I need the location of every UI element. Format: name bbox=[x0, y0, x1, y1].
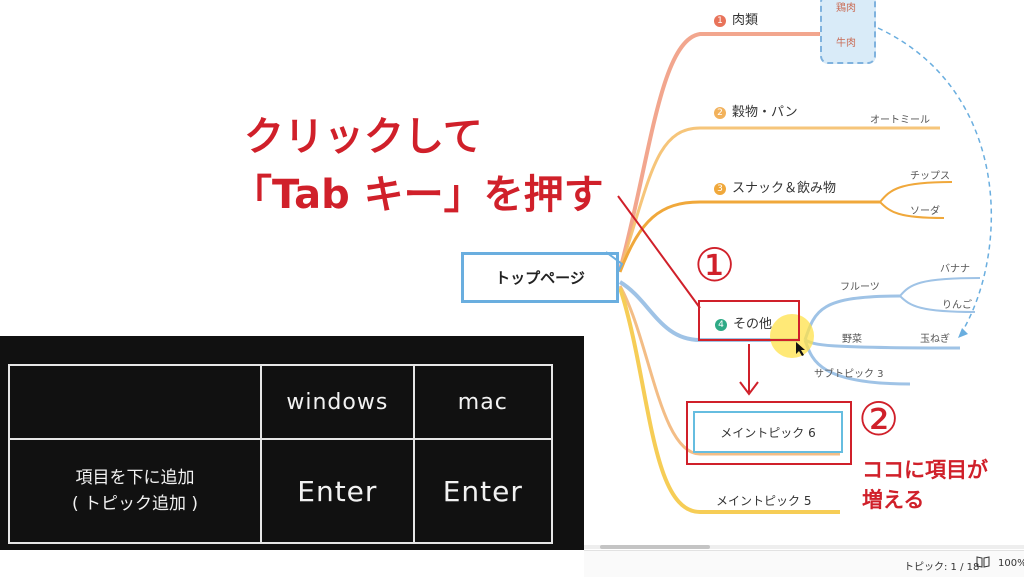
main-topic-meat[interactable]: 1 肉類 bbox=[714, 9, 758, 28]
main-topic-label: 穀物・パン bbox=[732, 105, 798, 120]
mac-key-cell: Enter bbox=[412, 438, 554, 544]
subtopic-soda[interactable]: ソーダ bbox=[910, 206, 940, 217]
subtopic-apple[interactable]: りんご bbox=[942, 300, 972, 311]
new-topic-highlight bbox=[686, 401, 852, 465]
subtopic-chicken[interactable]: 鶏肉 bbox=[836, 3, 856, 14]
subtopic-3[interactable]: サブトピック 3 bbox=[814, 369, 884, 380]
table-header-mac: mac bbox=[412, 364, 554, 440]
callout-line-red bbox=[617, 195, 701, 309]
root-node-corner-icon bbox=[605, 251, 624, 273]
branch-line-6 bbox=[618, 285, 840, 456]
number-badge-icon: 4 bbox=[715, 319, 727, 331]
cursor-highlight bbox=[770, 314, 814, 358]
root-topic-node[interactable]: トップページ bbox=[461, 252, 619, 303]
shortcut-table-panel: windows mac 項目を下に追加 ( トピック追加 ) Enter Ent… bbox=[0, 336, 584, 550]
instruction-line-2: 「Tab キー」を押す bbox=[232, 172, 604, 218]
subline-apple bbox=[899, 295, 976, 313]
windows-key-cell: Enter bbox=[260, 438, 415, 544]
table-header-windows: windows bbox=[260, 364, 415, 440]
main-topic-5[interactable]: メイントピック 5 bbox=[716, 494, 812, 508]
relation-arrow bbox=[877, 27, 993, 333]
subtopic-group-box[interactable] bbox=[820, 0, 876, 64]
branch-line-3 bbox=[618, 200, 880, 273]
main-topic-grain[interactable]: 2 穀物・パン bbox=[714, 101, 798, 120]
subtopic-fruit[interactable]: フルーツ bbox=[840, 282, 880, 293]
subtopic-oatmeal[interactable]: オートミール bbox=[870, 115, 930, 126]
book-icon[interactable] bbox=[976, 556, 990, 571]
number-badge-icon: 2 bbox=[714, 107, 726, 119]
main-topic-label: 肉類 bbox=[732, 13, 759, 28]
main-topic-other[interactable]: 4 その他 bbox=[715, 313, 772, 332]
main-topic-label: その他 bbox=[733, 317, 773, 332]
subtopic-banana[interactable]: バナナ bbox=[940, 264, 970, 275]
result-line-1: ココに項目が bbox=[862, 458, 988, 482]
result-line-2: 増える bbox=[862, 488, 925, 512]
status-bar: トピック: 1 / 18 100% bbox=[584, 550, 1024, 577]
subtopic-beef[interactable]: 牛肉 bbox=[836, 38, 856, 49]
mouse-cursor-icon bbox=[796, 342, 805, 356]
subline-banana bbox=[899, 277, 981, 297]
row-label-line-1: 項目を下に追加 bbox=[75, 468, 195, 488]
zoom-level[interactable]: 100% bbox=[998, 558, 1024, 569]
number-badge-icon: 1 bbox=[714, 15, 726, 27]
subline-chips bbox=[879, 181, 953, 203]
step-1-marker: ① bbox=[694, 238, 736, 292]
subline-soda bbox=[879, 201, 945, 219]
new-topic-label: メイントピック 6 bbox=[720, 425, 816, 440]
instruction-line-1: クリックして bbox=[244, 114, 483, 160]
branch-line-2 bbox=[618, 126, 940, 271]
number-badge-icon: 3 bbox=[714, 183, 726, 195]
branch-line-1 bbox=[618, 32, 820, 271]
root-topic-label: トップページ bbox=[495, 269, 585, 287]
relation-arrowhead bbox=[958, 328, 968, 338]
subtopic-chips[interactable]: チップス bbox=[910, 171, 950, 182]
branch-line-4 bbox=[618, 280, 800, 342]
shortcut-table: windows mac 項目を下に追加 ( トピック追加 ) Enter Ent… bbox=[7, 364, 554, 544]
topic-count: トピック: 1 / 18 bbox=[904, 562, 980, 573]
down-arrow-head bbox=[739, 381, 759, 396]
main-topic-snack[interactable]: 3 スナック＆飲み物 bbox=[714, 177, 836, 196]
main-topic-label: スナック＆飲み物 bbox=[732, 181, 837, 196]
h-scrollbar-thumb bbox=[600, 545, 710, 549]
table-row-label: 項目を下に追加 ( トピック追加 ) bbox=[7, 438, 263, 544]
selected-topic-highlight bbox=[698, 300, 800, 341]
row-label-line-2: ( トピック追加 ) bbox=[71, 494, 199, 514]
h-scrollbar-track bbox=[584, 545, 1024, 549]
new-main-topic-6[interactable]: メイントピック 6 bbox=[693, 411, 843, 453]
subtopic-vegetable[interactable]: 野菜 bbox=[842, 334, 862, 345]
table-header-empty bbox=[7, 364, 263, 440]
step-2-marker: ② bbox=[858, 392, 900, 446]
branch-line-5 bbox=[618, 287, 840, 514]
subtopic-onion[interactable]: 玉ねぎ bbox=[920, 334, 950, 345]
